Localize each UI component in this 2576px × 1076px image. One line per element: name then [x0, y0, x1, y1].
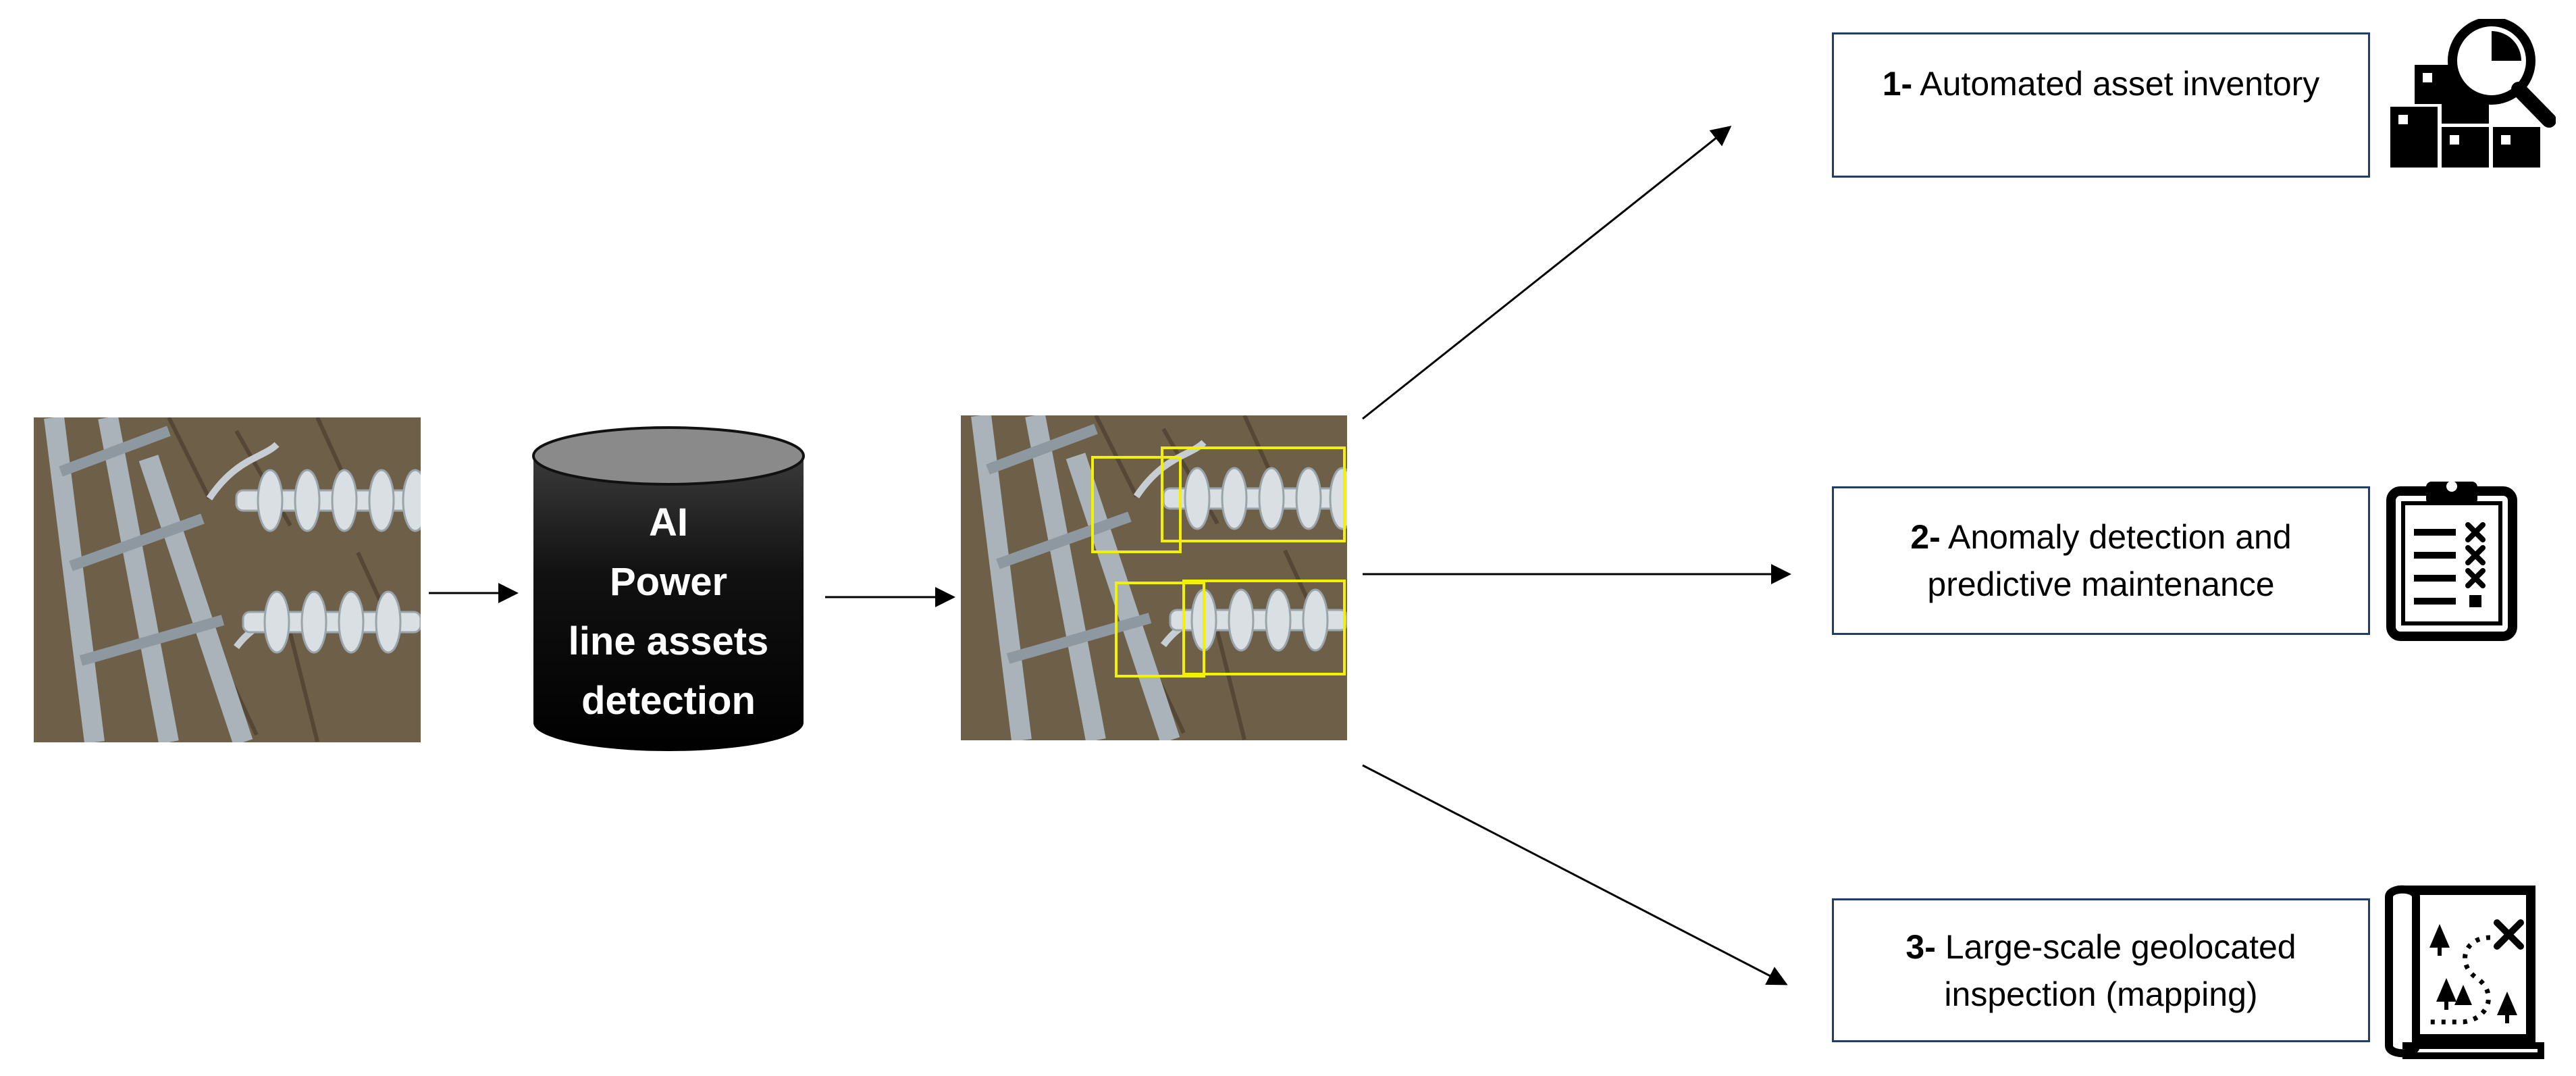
input-photo	[34, 417, 421, 742]
detection-boxes	[1091, 446, 1346, 677]
ai-model-line-2: Power	[609, 560, 728, 604]
output-number: 1-	[1882, 65, 1913, 103]
ai-model-label: AI Power line assets detection	[533, 493, 804, 731]
treasure-map-icon	[2385, 885, 2544, 1059]
detection-box	[1161, 446, 1346, 542]
clipboard-checklist-icon	[2386, 481, 2517, 641]
output-text: Large-scale geolocated inspection (mappi…	[1944, 927, 2296, 1013]
output-number: 2-	[1910, 518, 1941, 556]
output-box-anomaly: 2- Anomaly detection and predictive main…	[1832, 486, 2370, 635]
arrow-to-mapping	[1362, 764, 1788, 985]
ai-model-line-4: detection	[581, 679, 756, 723]
output-photo	[961, 415, 1347, 740]
ai-model-line-3: line assets	[568, 619, 769, 663]
detection-box	[1091, 456, 1182, 553]
output-text: Automated asset inventory	[1920, 65, 2320, 103]
ai-model-line-1: AI	[649, 501, 688, 544]
arrow-to-inventory	[1362, 126, 1732, 420]
output-number: 3-	[1905, 927, 1936, 966]
output-text: Anomaly detection and predictive mainten…	[1927, 518, 2292, 603]
inventory-search-icon	[2390, 19, 2556, 168]
output-box-inventory: 1- Automated asset inventory	[1832, 32, 2370, 178]
detection-box	[1115, 582, 1205, 677]
detection-box	[1182, 580, 1346, 675]
ai-model-cylinder	[532, 426, 805, 751]
output-box-mapping: 3- Large-scale geolocated inspection (ma…	[1832, 898, 2370, 1042]
